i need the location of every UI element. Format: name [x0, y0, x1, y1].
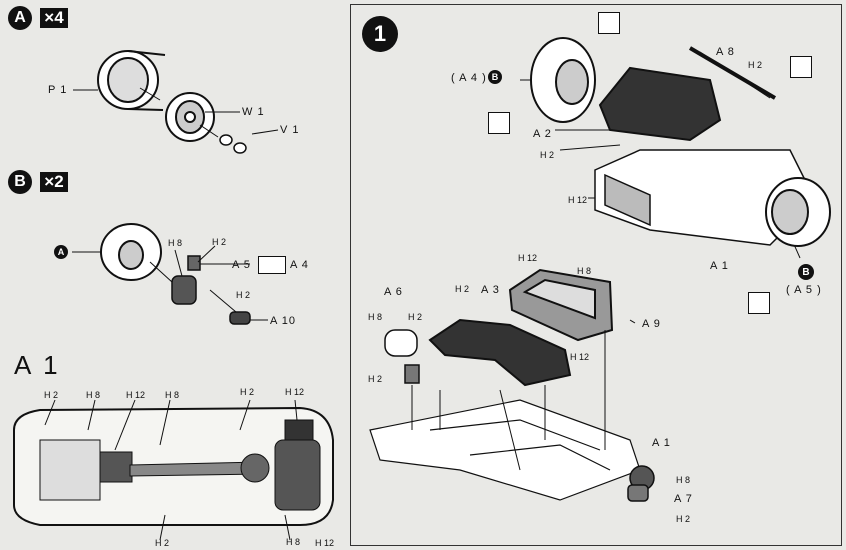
a2-h2-label: H 2	[540, 150, 555, 160]
step-1-frame	[350, 4, 842, 546]
wheel-drawing	[165, 92, 215, 142]
strut-a6	[384, 329, 420, 384]
front-chassis	[369, 399, 641, 501]
step-b-quantity: ×2	[40, 172, 68, 192]
a3-label: A 3	[481, 284, 500, 296]
rear-wheel-left	[530, 37, 596, 123]
a7-h2-label: H 2	[676, 514, 691, 524]
a1-front-label: A 1	[652, 437, 671, 449]
subframe-h12-label: H 12	[568, 195, 588, 205]
a1-label-h2b: H 2	[240, 387, 255, 397]
a1-label-bottom-h12: H 12	[315, 538, 335, 548]
hub-h2-label: H 2	[212, 237, 227, 247]
a7-label: A 7	[674, 493, 693, 505]
front-hub-a7	[627, 465, 655, 502]
a1-label-h12: H 12	[126, 390, 146, 400]
step-a-letter: A	[14, 9, 26, 26]
a9-h12b-label: H 12	[570, 352, 590, 362]
a1-ref-label: A 1	[710, 260, 729, 272]
a5-label: A 5	[232, 259, 251, 271]
step-1-number: 1	[373, 21, 387, 46]
glue-icon-4	[748, 292, 770, 314]
glue-icon-3	[488, 112, 510, 134]
a6-h2b-label: H 2	[368, 374, 383, 384]
a9-h12-label: H 12	[518, 253, 538, 263]
a5-a4-toggle-icon	[258, 256, 286, 274]
a4-label: A 4	[290, 259, 309, 271]
b-ref-marker-2: B	[798, 264, 814, 280]
a9-h8-label: H 8	[577, 266, 592, 276]
step-a-badge: A	[8, 6, 32, 30]
a8-label: A 8	[716, 46, 735, 58]
hub-h8-label: H 8	[168, 238, 183, 248]
glue-icon-2	[790, 56, 812, 78]
a3-h2-label: H 2	[455, 284, 470, 294]
a9-label: A 9	[642, 318, 661, 330]
a1-label-h8b: H 8	[165, 390, 180, 400]
a1-label-bottom-h2: H 2	[155, 538, 170, 548]
step-b-letter: B	[14, 173, 26, 190]
a2-label: A 2	[533, 128, 552, 140]
tie-rod-a8	[688, 46, 777, 100]
b-ref-marker: B	[488, 70, 502, 84]
rear-wheel-right	[765, 177, 831, 247]
a1-label-h8: H 8	[86, 390, 101, 400]
a6-h2-label: H 2	[408, 312, 423, 322]
a1-chassis-detail	[39, 419, 321, 511]
front-subframe-a3	[428, 318, 572, 387]
a10-label: A 10	[270, 315, 297, 327]
a5-ref-label: ( A 5 )	[786, 284, 822, 296]
tire-drawing	[97, 50, 166, 111]
caps-drawing	[219, 134, 247, 154]
a1-label-bottom-h8: H 8	[286, 537, 301, 547]
a7-h8-label: H 8	[676, 475, 691, 485]
marker-a: A	[54, 245, 68, 259]
a6-label: A 6	[384, 286, 403, 298]
step-a-quantity: ×4	[40, 8, 68, 28]
step-b-hub	[171, 255, 251, 325]
a10-h2-label: H 2	[236, 290, 251, 300]
front-cowl-a9	[508, 268, 614, 342]
step-b-wheel	[100, 223, 162, 281]
a8-h2-label: H 2	[748, 60, 763, 70]
tire-label: P 1	[48, 84, 68, 96]
a4-ref-label: ( A 4 )	[451, 72, 487, 84]
a1-label-h2: H 2	[44, 390, 59, 400]
a1-label-h12b: H 12	[285, 387, 305, 397]
step-1-badge: 1	[362, 16, 398, 52]
rear-subframe	[598, 66, 722, 142]
step-b-badge: B	[8, 170, 32, 194]
a6-h8-label: H 8	[368, 312, 383, 322]
cap-label: V 1	[280, 124, 300, 136]
glue-icon	[598, 12, 620, 34]
a1-title: A 1	[14, 350, 61, 380]
wheel-label: W 1	[242, 106, 265, 118]
